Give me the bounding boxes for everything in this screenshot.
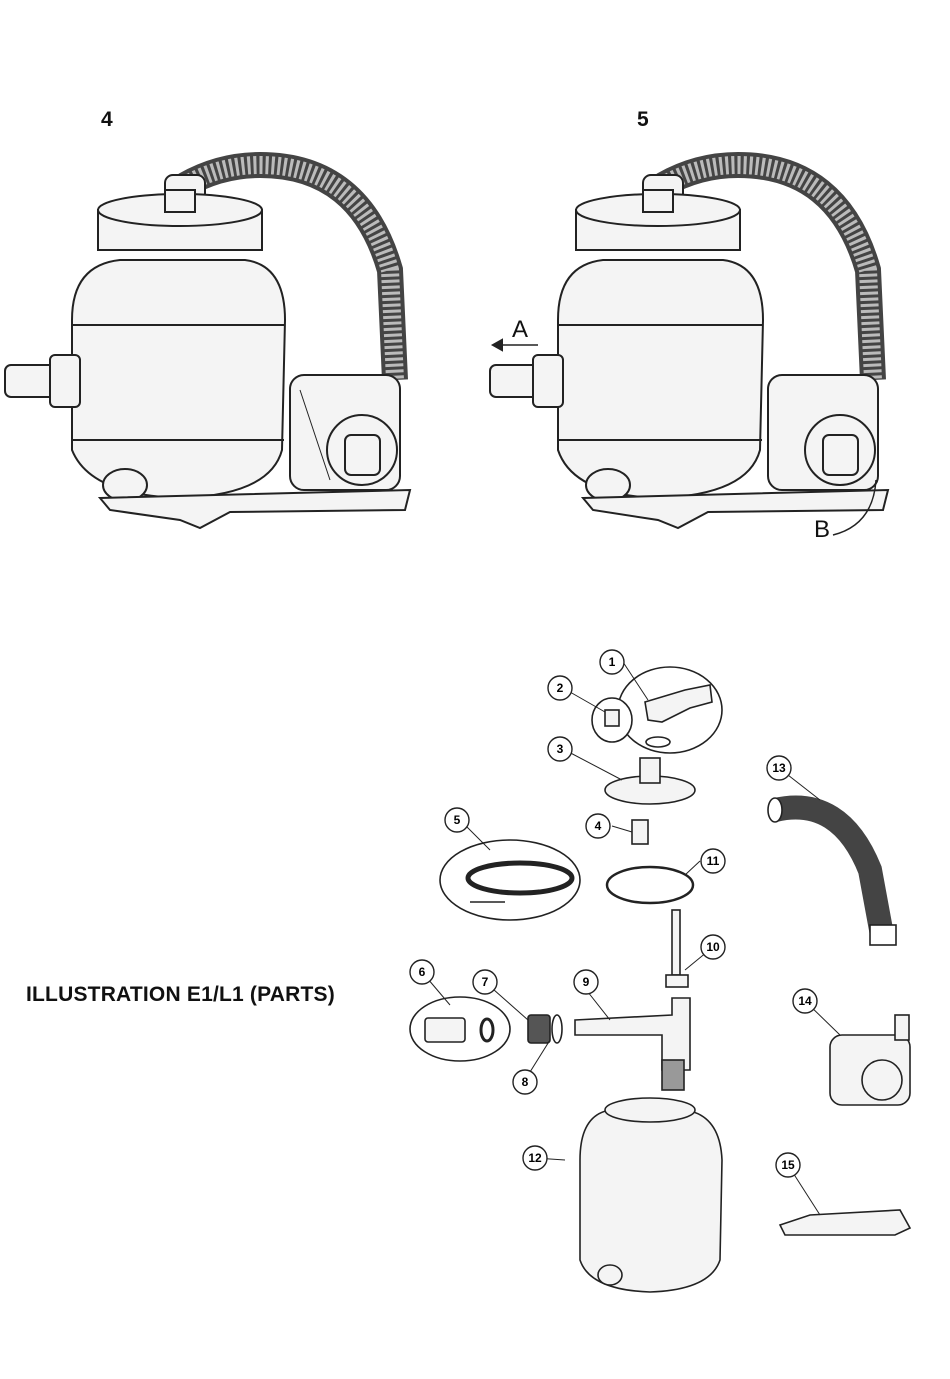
part-11-o-ring bbox=[607, 867, 693, 903]
step-5-number: 5 bbox=[637, 108, 649, 132]
part-8-ring bbox=[552, 1015, 562, 1043]
callout-2: 2 bbox=[548, 676, 572, 700]
label-b: B bbox=[814, 516, 830, 544]
step-4-number: 4 bbox=[101, 108, 113, 132]
callout-11: 11 bbox=[701, 849, 725, 873]
part-12-tank bbox=[580, 1110, 722, 1292]
filter-assembly-illustration-step-4 bbox=[0, 150, 430, 550]
callout-3-label: 3 bbox=[557, 742, 564, 756]
callout-3: 3 bbox=[548, 737, 572, 761]
callout-14: 14 bbox=[793, 989, 817, 1013]
part-4-diffuser bbox=[632, 820, 648, 844]
callout-4: 4 bbox=[586, 814, 610, 838]
part-7-nut bbox=[528, 1015, 550, 1043]
callout-13: 13 bbox=[767, 756, 791, 780]
parts-exploded-view: 1 2 3 4 5 6 7 8 9 10 11 12 13 14 15 bbox=[400, 640, 930, 1320]
callout-2-label: 2 bbox=[557, 681, 564, 695]
callout-4-label: 4 bbox=[595, 819, 602, 833]
callout-10: 10 bbox=[701, 935, 725, 959]
callout-5-label: 5 bbox=[454, 813, 461, 827]
callout-12-label: 12 bbox=[528, 1151, 542, 1165]
callout-11-label: 11 bbox=[707, 854, 720, 868]
callout-9: 9 bbox=[574, 970, 598, 994]
part-5-clamp bbox=[440, 840, 580, 920]
part-10-pipe bbox=[672, 910, 680, 975]
callout-1-label: 1 bbox=[609, 655, 616, 669]
callout-6-label: 6 bbox=[419, 965, 426, 979]
callout-8-label: 8 bbox=[522, 1075, 529, 1089]
callout-6: 6 bbox=[410, 960, 434, 984]
callout-15-label: 15 bbox=[781, 1158, 795, 1172]
callout-7-label: 7 bbox=[482, 975, 489, 989]
callout-5: 5 bbox=[445, 808, 469, 832]
callout-13-label: 13 bbox=[772, 761, 786, 775]
callout-7: 7 bbox=[473, 970, 497, 994]
filter-assembly-illustration-step-5 bbox=[478, 150, 908, 550]
callout-8: 8 bbox=[513, 1070, 537, 1094]
part-15-base-plate bbox=[780, 1210, 910, 1235]
callout-12: 12 bbox=[523, 1146, 547, 1170]
callout-14-label: 14 bbox=[798, 994, 812, 1008]
callout-10-label: 10 bbox=[706, 940, 720, 954]
part-13-hose bbox=[775, 808, 882, 936]
parts-illustration-title: ILLUSTRATION E1/L1 (PARTS) bbox=[26, 983, 335, 1007]
label-a: A bbox=[512, 316, 528, 344]
callout-1: 1 bbox=[600, 650, 624, 674]
part-9-lateral bbox=[575, 998, 690, 1070]
callout-9-label: 9 bbox=[583, 975, 590, 989]
callout-15: 15 bbox=[776, 1153, 800, 1177]
